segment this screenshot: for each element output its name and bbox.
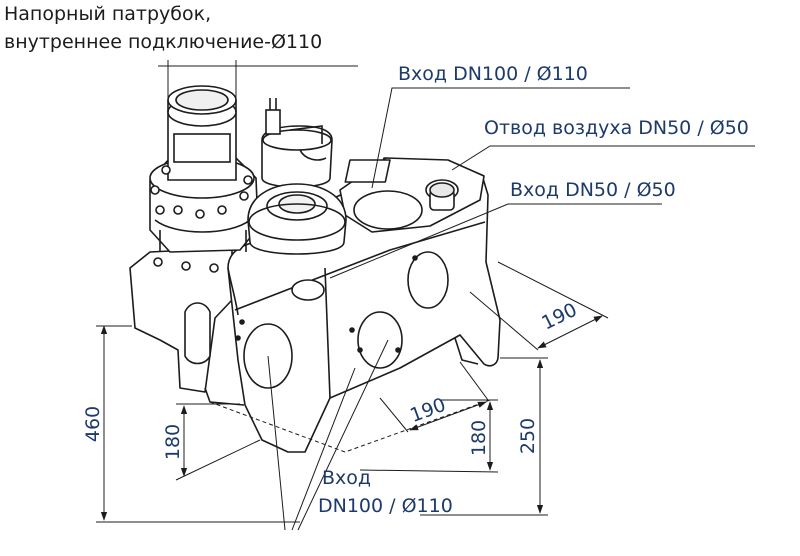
dimension-180-left-label: 180: [162, 424, 184, 460]
leader-air-vent: [451, 145, 755, 171]
callout-inlet-dn100-top: Вход DN100 / Ø110: [398, 63, 588, 85]
callout-inlet-dn50: Вход DN50 / Ø50: [510, 179, 676, 201]
callout-air-vent: Отвод воздуха DN50 / Ø50: [484, 117, 749, 139]
callout-inlet-bottom-line-1: Вход: [322, 467, 372, 489]
inlet-dn50-opening: [291, 279, 325, 301]
leader-inlet-dn100-top: [371, 87, 630, 189]
leader-inlet-dn50: [329, 203, 662, 279]
leader-bottom-1: [267, 355, 286, 531]
callout-discharge-line-2: внутреннее подключение-Ø110: [4, 31, 323, 53]
dimension-190-bottom: [409, 401, 487, 431]
dimension-460-label: 460: [82, 406, 104, 442]
base-outline-dashed: [209, 399, 491, 453]
dimension-190-bottom-label: 190: [407, 394, 449, 427]
dimension-lines: [96, 261, 609, 523]
leader-bottom-2: [291, 367, 356, 531]
dimension-labels: 460 180 190 190 180 250: [82, 299, 580, 460]
dimension-250-label: 250: [517, 418, 539, 454]
pump-motor: [247, 98, 347, 255]
leader-lines: [158, 60, 755, 531]
callout-inlet-bottom-line-2: DN100 / Ø110: [318, 495, 453, 517]
front-inlet-right: [357, 311, 403, 369]
side-inlet: [407, 251, 449, 309]
dimension-190-side-label: 190: [538, 299, 580, 335]
dimension-180-right-label: 180: [468, 420, 490, 456]
top-inlet-opening-110: [353, 190, 423, 230]
leader-bottom-3: [297, 339, 389, 531]
discharge-pipe-assembly: [149, 85, 259, 273]
callout-discharge-line-1: Напорный патрубок,: [4, 3, 212, 25]
dimension-190-side: [537, 315, 603, 349]
